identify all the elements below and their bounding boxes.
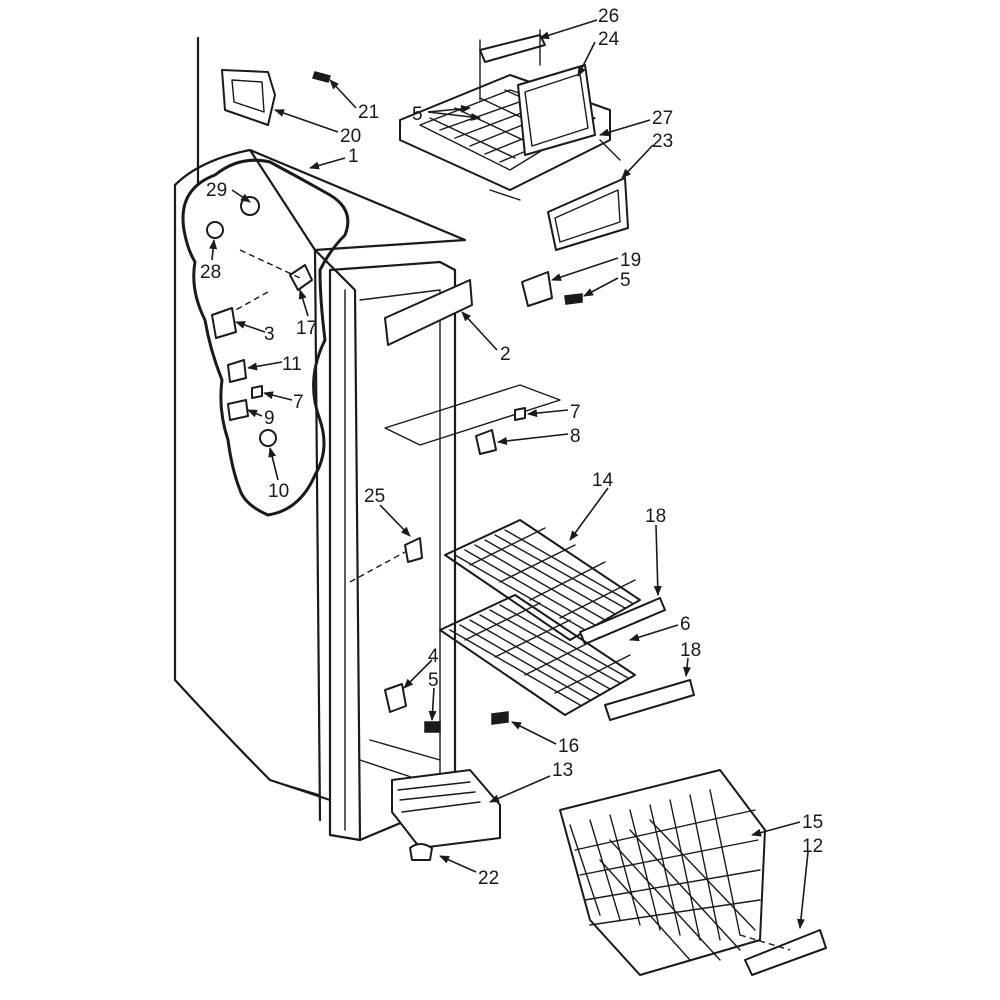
bracket-9 xyxy=(227,399,249,421)
leader-lines xyxy=(209,19,809,929)
callout-21: 21 xyxy=(358,102,379,123)
callout-2: 2 xyxy=(500,344,511,365)
callout-7: 7 xyxy=(570,402,581,423)
callout-5: 5 xyxy=(428,670,439,691)
light-socket-11 xyxy=(227,359,247,383)
callout-1: 1 xyxy=(348,146,359,167)
callout-20: 20 xyxy=(340,126,361,147)
hinge-bushing-29 xyxy=(240,196,260,216)
wire-shelf-14-lower xyxy=(439,594,695,721)
air-duct-cover-2 xyxy=(384,279,473,346)
bracket-17 xyxy=(289,264,313,291)
switch-3 xyxy=(211,307,237,339)
basket-trim-guide xyxy=(739,934,791,951)
door-hinge-bracket xyxy=(221,69,276,126)
light-housing-25 xyxy=(404,537,423,563)
callout-27: 27 xyxy=(652,108,673,129)
clip-7-left xyxy=(251,385,263,399)
toe-grille-13 xyxy=(391,769,501,849)
damper-19 xyxy=(521,271,553,307)
callout-25: 25 xyxy=(364,486,385,507)
foot-22 xyxy=(409,843,433,861)
insulation-cutaway xyxy=(181,158,350,517)
callout-16: 16 xyxy=(558,736,579,757)
shelf-support-plate xyxy=(384,384,561,446)
callout-26: 26 xyxy=(598,6,619,27)
callout-6: 6 xyxy=(680,614,691,635)
screw-16 xyxy=(491,711,509,725)
freezer-basket-15 xyxy=(559,769,766,976)
screw-5-lower xyxy=(424,721,441,733)
clip-7-right xyxy=(514,407,526,421)
plug-28 xyxy=(206,221,224,239)
freezer-liner-cabinet xyxy=(173,36,467,842)
callout-23: 23 xyxy=(652,131,673,152)
callout-8: 8 xyxy=(570,426,581,447)
callout-5: 5 xyxy=(620,270,631,291)
callout-15: 15 xyxy=(802,812,823,833)
callout-22: 22 xyxy=(478,868,499,889)
screw-5-right xyxy=(564,293,583,305)
callout-11: 11 xyxy=(282,354,302,375)
ice-bin-support-assembly xyxy=(399,29,629,251)
bulb-10 xyxy=(259,429,277,447)
callout-19: 19 xyxy=(620,250,641,271)
callout-10: 10 xyxy=(268,481,289,502)
basket-trim-12 xyxy=(744,929,827,976)
callout-7: 7 xyxy=(293,392,304,413)
callout-labels: 26 24 5 27 23 21 20 1 29 28 17 3 11 7 9 … xyxy=(200,6,823,889)
callout-18: 18 xyxy=(645,506,666,527)
shelf-bracket-8 xyxy=(475,429,497,455)
screw-21 xyxy=(312,71,331,83)
callout-28: 28 xyxy=(200,262,221,283)
callout-29: 29 xyxy=(206,180,227,201)
callout-24: 24 xyxy=(598,29,620,50)
callout-12: 12 xyxy=(802,836,823,857)
callout-4: 4 xyxy=(428,646,439,667)
callout-13: 13 xyxy=(552,760,573,781)
callout-14: 14 xyxy=(592,470,614,491)
callout-17: 17 xyxy=(296,318,317,339)
callout-5: 5 xyxy=(412,104,423,125)
callout-9: 9 xyxy=(264,408,275,429)
callout-3: 3 xyxy=(264,324,275,345)
callout-18: 18 xyxy=(680,640,701,661)
bracket-4 xyxy=(384,683,407,713)
